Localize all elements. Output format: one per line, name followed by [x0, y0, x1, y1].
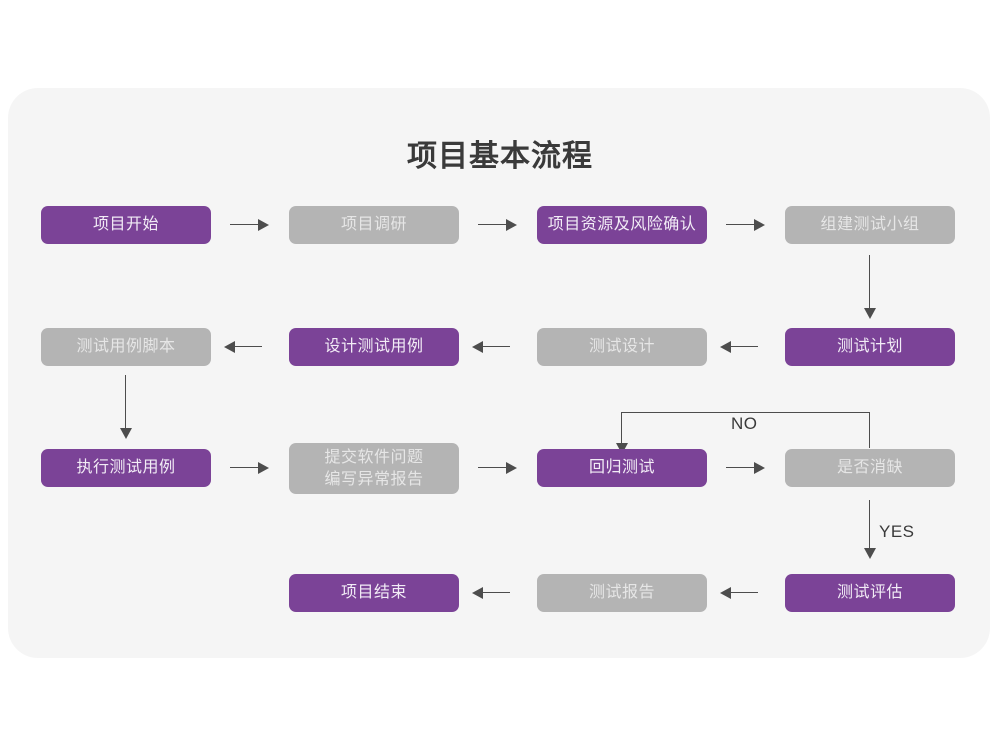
edge-line-n05-n09 [125, 375, 127, 430]
edge-line-n10-n11 [478, 467, 508, 469]
edge-arrow-n07-n06 [472, 341, 483, 353]
edge-arrow-yes [864, 548, 876, 559]
edge-arrow-n02-n03 [506, 219, 517, 231]
node-test-report[interactable]: 测试报告 [537, 574, 707, 612]
edge-label-no: NO [731, 414, 758, 433]
edge-line-no-right-vertical [869, 412, 871, 448]
node-submit-bug-report[interactable]: 提交软件问题 编写异常报告 [289, 443, 459, 494]
edge-line-no-left-vertical [621, 412, 623, 447]
edge-arrow-n15-n14 [720, 587, 731, 599]
edge-arrow-n03-n04 [754, 219, 765, 231]
edge-arrow-n08-n07 [720, 341, 731, 353]
edge-line-n06-n05 [232, 346, 262, 348]
node-defect-cleared[interactable]: 是否消缺 [785, 449, 955, 487]
edge-arrow-n10-n11 [506, 462, 517, 474]
node-resource-risk-confirm[interactable]: 项目资源及风险确认 [537, 206, 707, 244]
edge-arrow-n14-n13 [472, 587, 483, 599]
edge-line-n03-n04 [726, 224, 756, 226]
node-regression-test[interactable]: 回归测试 [537, 449, 707, 487]
node-test-plan[interactable]: 测试计划 [785, 328, 955, 366]
flowchart-card [8, 88, 990, 658]
edge-line-n15-n14 [728, 592, 758, 594]
edge-line-n14-n13 [480, 592, 510, 594]
node-build-test-team[interactable]: 组建测试小组 [785, 206, 955, 244]
page-title: 项目基本流程 [407, 140, 593, 173]
edge-line-no-horizontal [621, 412, 870, 414]
node-execute-testcase[interactable]: 执行测试用例 [41, 449, 211, 487]
node-design-testcase[interactable]: 设计测试用例 [289, 328, 459, 366]
edge-line-n01-n02 [230, 224, 260, 226]
node-submit-bug-report-line1: 提交软件问题 [324, 448, 424, 466]
edge-line-n02-n03 [478, 224, 508, 226]
node-project-start[interactable]: 项目开始 [41, 206, 211, 244]
edge-line-n11-n12 [726, 467, 756, 469]
edge-arrow-n06-n05 [224, 341, 235, 353]
edge-label-yes: YES [879, 522, 915, 541]
node-testcase-script[interactable]: 测试用例脚本 [41, 328, 211, 366]
edge-line-yes [869, 500, 871, 550]
node-test-evaluation[interactable]: 测试评估 [785, 574, 955, 612]
edge-arrow-n09-n10 [258, 462, 269, 474]
node-project-end[interactable]: 项目结束 [289, 574, 459, 612]
node-project-research[interactable]: 项目调研 [289, 206, 459, 244]
node-test-design[interactable]: 测试设计 [537, 328, 707, 366]
edge-arrow-n01-n02 [258, 219, 269, 231]
edge-arrow-n04-n08 [864, 308, 876, 319]
edge-arrow-n11-n12 [754, 462, 765, 474]
edge-line-n04-n08 [869, 255, 871, 310]
edge-arrow-no-into-regression [616, 443, 628, 454]
edge-arrow-n05-n09 [120, 428, 132, 439]
edge-line-n07-n06 [480, 346, 510, 348]
node-submit-bug-report-line2: 编写异常报告 [324, 470, 424, 488]
edge-line-n08-n07 [728, 346, 758, 348]
edge-line-n09-n10 [230, 467, 260, 469]
